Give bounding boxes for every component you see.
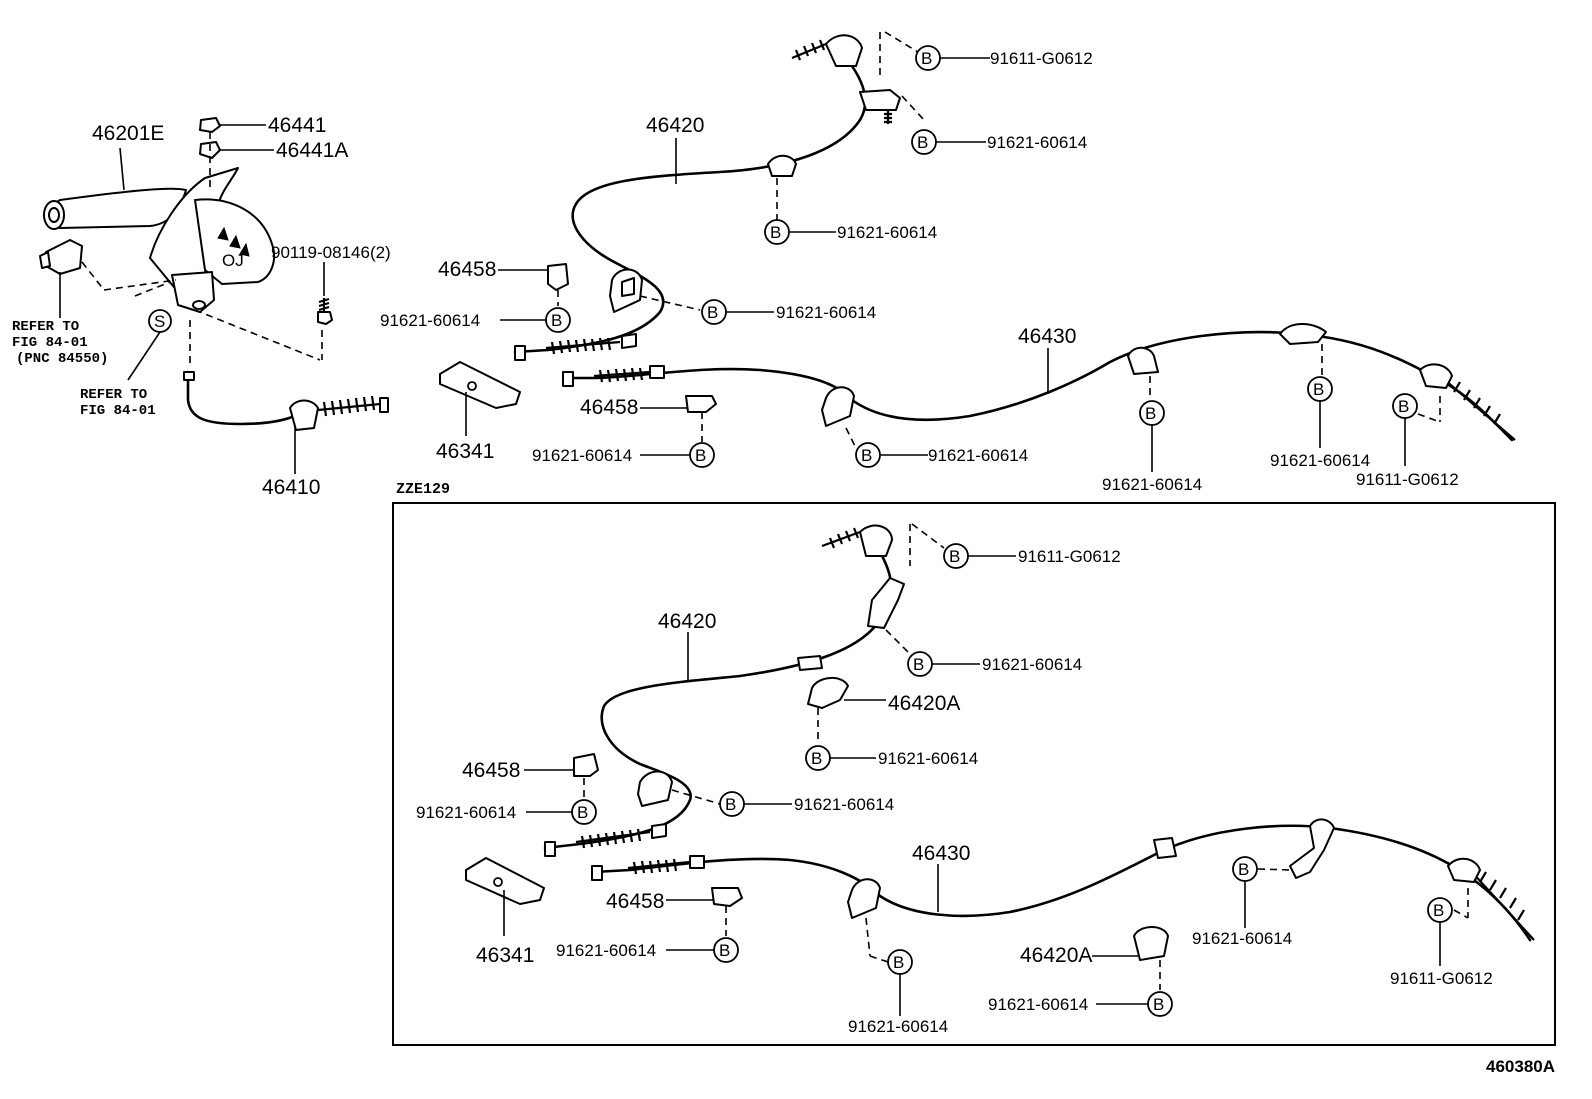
bolt-b-lower-5: B bbox=[719, 791, 745, 817]
svg-text:B: B bbox=[719, 941, 730, 960]
label-lower-91621-60614-f: 91621-60614 bbox=[848, 1017, 948, 1036]
label-lower-46341: 46341 bbox=[476, 944, 534, 967]
figure-code: 460380A bbox=[1486, 1057, 1555, 1076]
bolt-b-lower-7: B bbox=[887, 949, 913, 975]
label-upper-91621-60614-d: 91621-60614 bbox=[776, 303, 876, 322]
bolt-b-lower-4: B bbox=[571, 799, 597, 825]
svg-text:B: B bbox=[1433, 901, 1444, 920]
label-upper-91621-60614-b: 91621-60614 bbox=[837, 223, 937, 242]
label-upper-91621-60614-h: 91621-60614 bbox=[1270, 451, 1370, 470]
svg-text:B: B bbox=[811, 749, 822, 768]
label-upper-46341: 46341 bbox=[436, 440, 494, 463]
bolt-b-upper-8: B bbox=[1139, 400, 1165, 426]
label-upper-46458-b: 46458 bbox=[580, 396, 638, 419]
refer-note-1-line2: FIG 84-01 bbox=[12, 335, 88, 351]
bolt-b-lower-9: B bbox=[1232, 856, 1258, 882]
label-lower-91611-G0612-b: 91611-G0612 bbox=[1390, 969, 1493, 988]
label-lower-91621-60614-b: 91621-60614 bbox=[878, 749, 978, 768]
svg-text:B: B bbox=[1153, 995, 1164, 1014]
bolt-b-lower-2: B bbox=[907, 651, 933, 677]
bolt-b-upper-5: B bbox=[701, 299, 727, 325]
label-46441A: 46441A bbox=[276, 139, 348, 162]
svg-text:B: B bbox=[577, 803, 588, 822]
bolt-b-upper-7: B bbox=[855, 442, 881, 468]
svg-text:B: B bbox=[1398, 397, 1409, 416]
upper-cable-set: B B B B B B B B B B 91611-G0612 91621-60… bbox=[380, 31, 1516, 498]
bolt-b-upper-2: B bbox=[911, 129, 937, 155]
refer-note-1-line1: REFER TO bbox=[12, 319, 79, 335]
label-lower-91621-60614-h: 91621-60614 bbox=[1192, 929, 1292, 948]
label-lower-46430: 46430 bbox=[912, 842, 970, 865]
refer-note-2-line1: REFER TO bbox=[80, 387, 147, 403]
bolt-b-upper-3: B bbox=[764, 219, 790, 245]
svg-text:B: B bbox=[1313, 380, 1324, 399]
label-lower-91621-60614-a: 91621-60614 bbox=[982, 655, 1082, 674]
label-lower-46420A-b: 46420A bbox=[1020, 944, 1092, 967]
bolt-b-lower-3: B bbox=[805, 745, 831, 771]
refer-note-2-line2: FIG 84-01 bbox=[80, 403, 156, 419]
label-46441: 46441 bbox=[268, 114, 326, 137]
label-lower-46420: 46420 bbox=[658, 610, 716, 633]
label-upper-91621-60614-a: 91621-60614 bbox=[987, 133, 1087, 152]
svg-text:B: B bbox=[770, 223, 781, 242]
bolt-b-upper-1: B bbox=[915, 45, 941, 71]
label-lower-91621-60614-c: 91621-60614 bbox=[416, 803, 516, 822]
svg-text:B: B bbox=[1238, 860, 1249, 879]
svg-text:OJ: OJ bbox=[222, 251, 244, 270]
bolt-b-upper-9: B bbox=[1307, 376, 1333, 402]
label-90119-08146: 90119-08146(2) bbox=[271, 243, 391, 262]
svg-text:B: B bbox=[695, 446, 706, 465]
variant-frame bbox=[392, 502, 1556, 1046]
label-lower-46458-b: 46458 bbox=[606, 890, 664, 913]
svg-text:B: B bbox=[861, 446, 872, 465]
label-upper-91621-60614-e: 91621-60614 bbox=[532, 446, 632, 465]
svg-text:B: B bbox=[913, 655, 924, 674]
bolt-b-lower-1: B bbox=[943, 543, 969, 569]
s-mark: S bbox=[154, 312, 165, 331]
lower-cable-set: B B B B B B B B B B 91611-G0612 91621-60… bbox=[416, 523, 1535, 1036]
refer-note-1-line3: (PNC 84550) bbox=[16, 351, 108, 367]
bolt-b-lower-10: B bbox=[1427, 897, 1453, 923]
svg-text:B: B bbox=[725, 795, 736, 814]
label-upper-91621-60614-f: 91621-60614 bbox=[928, 446, 1028, 465]
model-code-ZZE129: ZZE129 bbox=[396, 481, 450, 498]
label-upper-91611-G0612-b: 91611-G0612 bbox=[1356, 470, 1459, 489]
label-upper-91621-60614-g: 91621-60614 bbox=[1102, 475, 1202, 494]
label-upper-46420: 46420 bbox=[646, 114, 704, 137]
bolt-b-upper-6: B bbox=[689, 442, 715, 468]
bolt-b-lower-8: B bbox=[1147, 991, 1173, 1017]
label-lower-91621-60614-d: 91621-60614 bbox=[794, 795, 894, 814]
label-upper-46458-a: 46458 bbox=[438, 258, 496, 281]
label-lower-91621-60614-e: 91621-60614 bbox=[556, 941, 656, 960]
bolt-b-upper-4: B bbox=[545, 307, 571, 333]
label-46201E: 46201E bbox=[92, 122, 164, 145]
label-46410: 46410 bbox=[262, 476, 320, 499]
label-upper-46430: 46430 bbox=[1018, 325, 1076, 348]
label-lower-46420A-a: 46420A bbox=[888, 692, 960, 715]
svg-text:B: B bbox=[917, 133, 928, 152]
bolt-b-upper-10: B bbox=[1392, 393, 1418, 419]
parking-brake-lever-assembly: OJ 46201E 46441 46441A 90119-08 bbox=[12, 114, 391, 499]
label-upper-91611-G0612-a: 91611-G0612 bbox=[990, 49, 1093, 68]
svg-text:B: B bbox=[551, 311, 562, 330]
bolt-b-lower-6: B bbox=[713, 937, 739, 963]
label-upper-91621-60614-c: 91621-60614 bbox=[380, 311, 480, 330]
label-lower-46458-a: 46458 bbox=[462, 759, 520, 782]
label-lower-91621-60614-g: 91621-60614 bbox=[988, 995, 1088, 1014]
svg-text:B: B bbox=[949, 547, 960, 566]
svg-text:B: B bbox=[707, 303, 718, 322]
svg-text:B: B bbox=[1145, 404, 1156, 423]
svg-text:B: B bbox=[893, 953, 904, 972]
label-lower-91611-G0612-a: 91611-G0612 bbox=[1018, 547, 1121, 566]
svg-text:B: B bbox=[921, 49, 932, 68]
